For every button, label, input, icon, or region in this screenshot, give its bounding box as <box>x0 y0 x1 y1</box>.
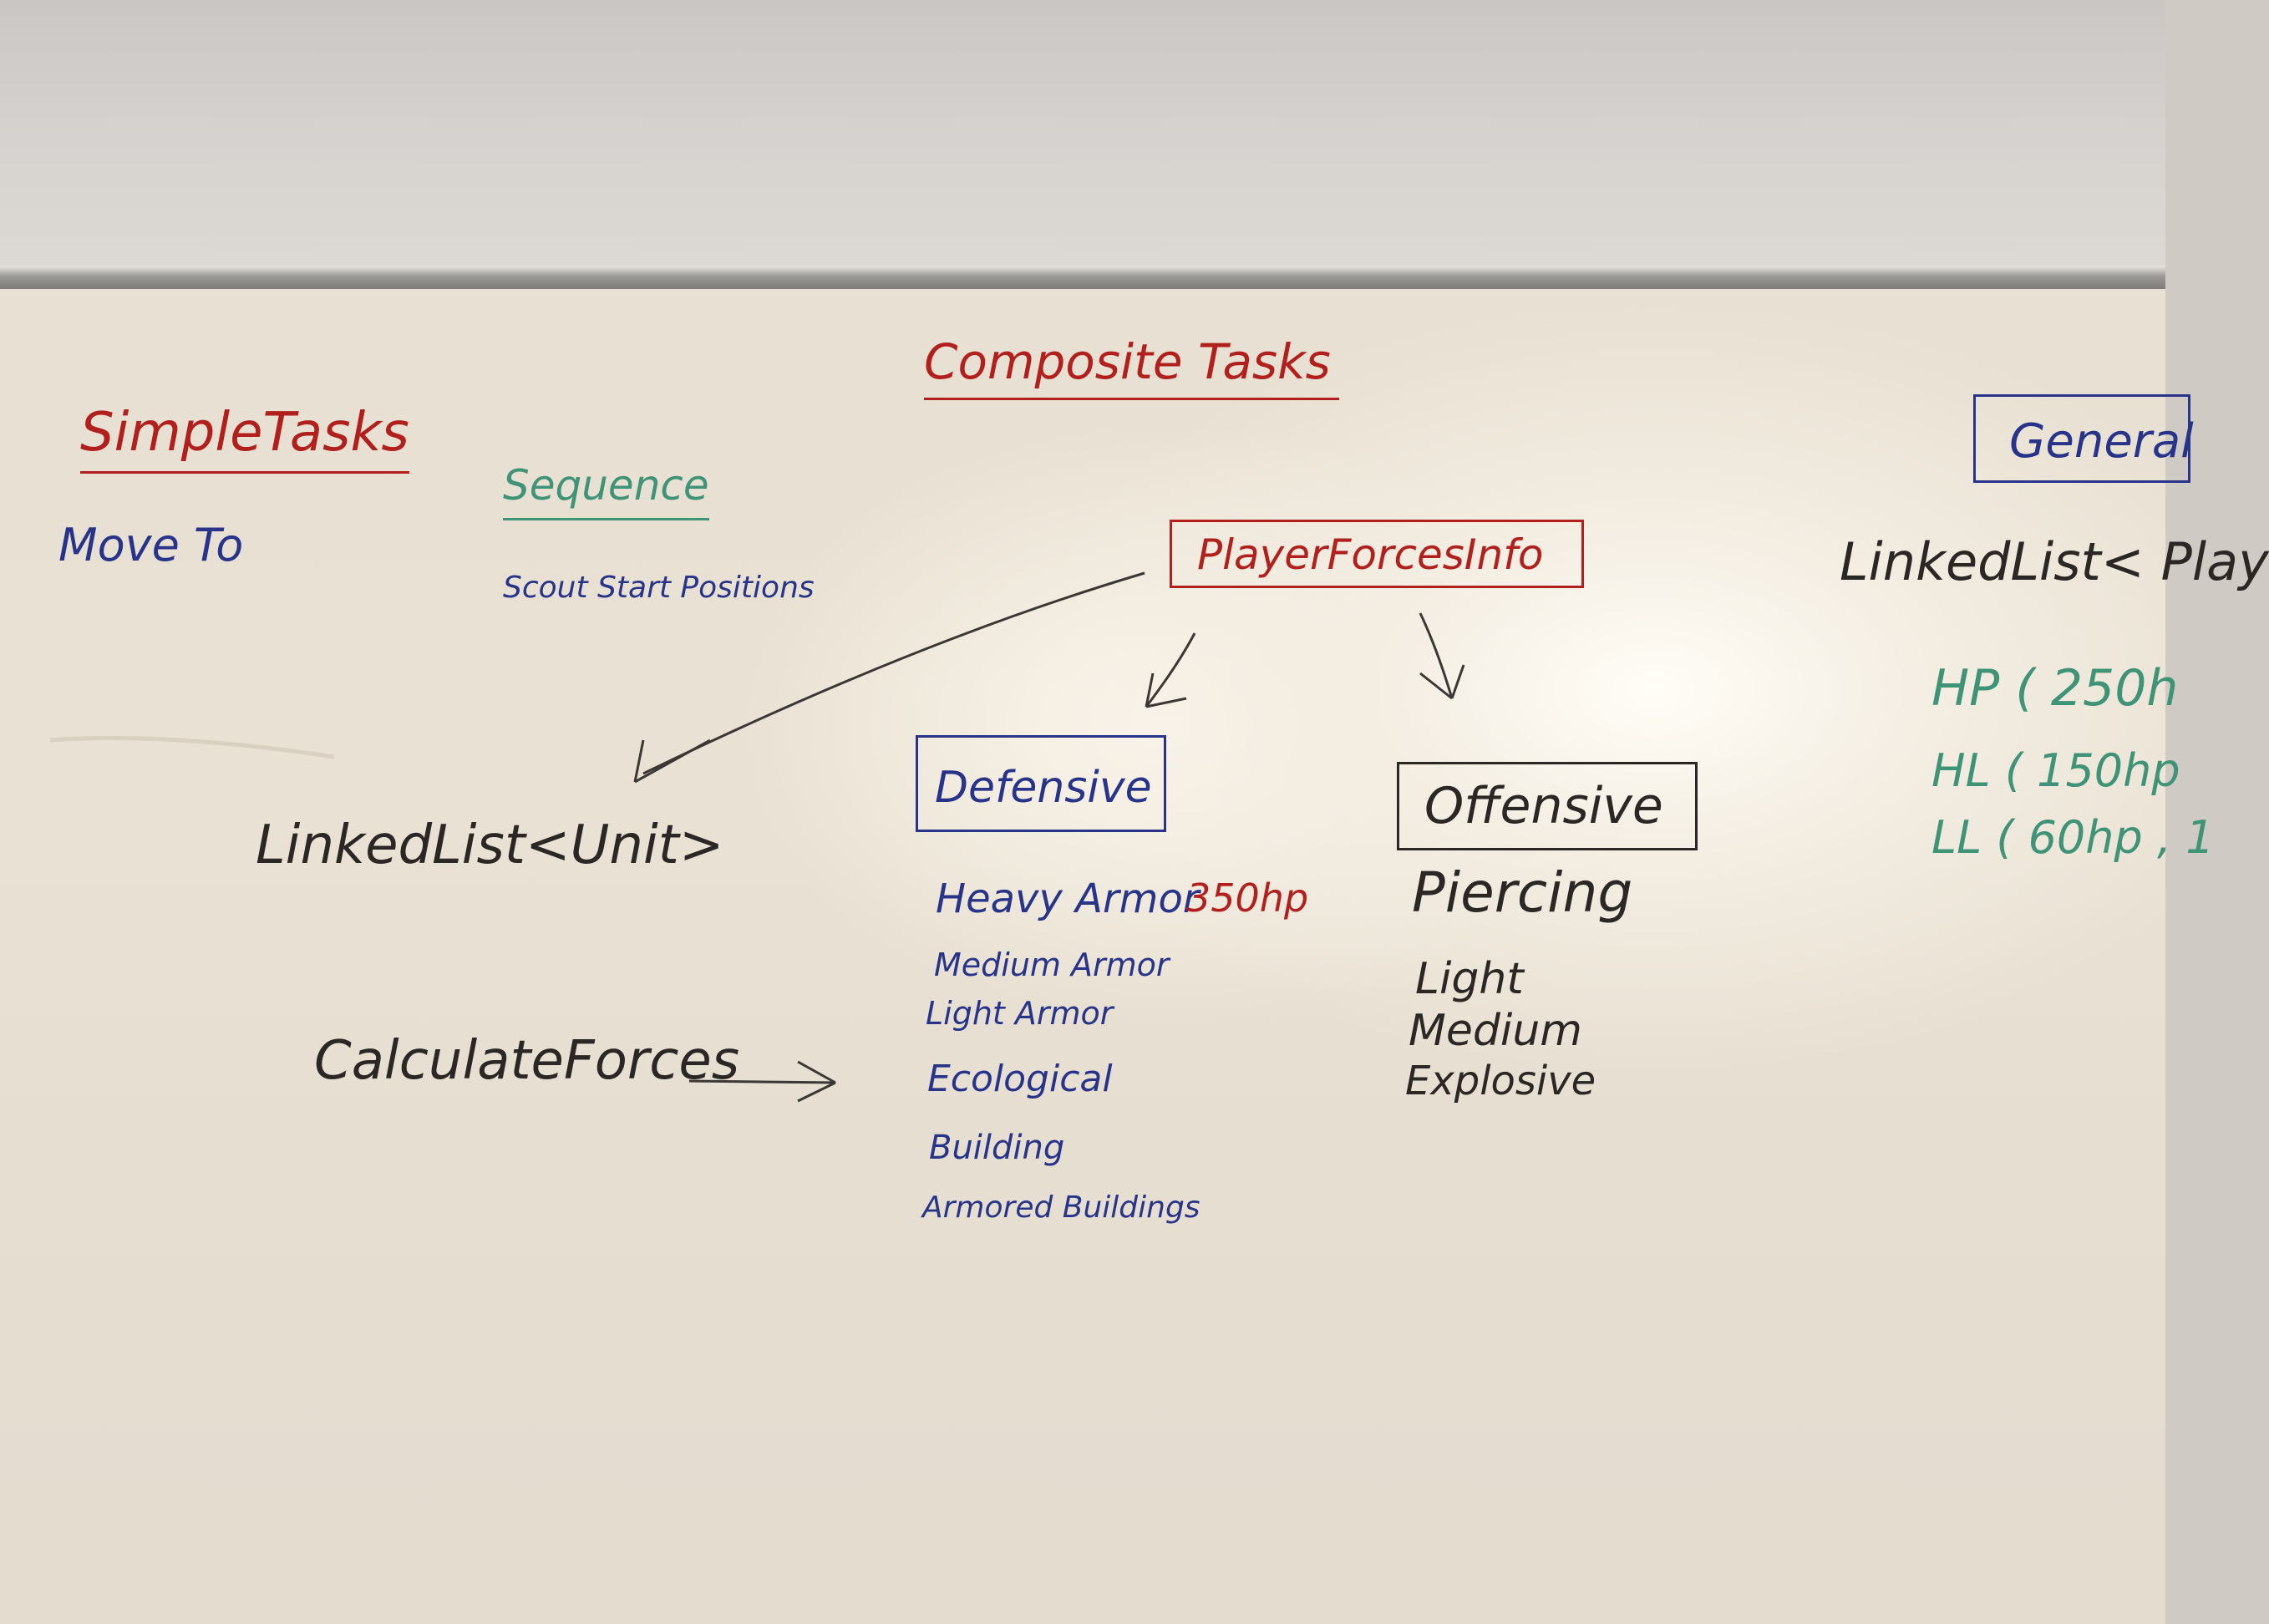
offensive-item: Light <box>1415 954 1524 1004</box>
arrowhead-to-defensive <box>1145 672 1187 708</box>
defensive-item: Armored Buildings <box>922 1190 1200 1225</box>
arrow-calculate-forces <box>688 1079 836 1084</box>
general-row: HP ( 250h <box>1931 659 2179 718</box>
whiteboard: Composite Tasks SimpleTasks Move To Sequ… <box>0 289 2269 1624</box>
smudge <box>49 736 335 759</box>
arrowhead-to-linkedlist <box>633 738 711 784</box>
general-row: LL ( 60hp , 1 <box>1931 811 2215 864</box>
offensive-title: Offensive <box>1424 777 1663 835</box>
offensive-item: Piercing <box>1412 860 1633 925</box>
defensive-item: Ecological <box>927 1058 1113 1100</box>
arrow-to-defensive <box>1145 632 1196 708</box>
whiteboard-rail <box>0 266 2165 289</box>
defensive-title: Defensive <box>935 763 1152 813</box>
general-box: General <box>1973 394 2194 483</box>
wall <box>0 0 2165 267</box>
defensive-hp-note: 350hp <box>1186 875 1309 921</box>
defensive-item: Light Armor <box>926 995 1114 1032</box>
board-strokes <box>49 571 1465 1103</box>
arrowhead-calculate-forces <box>797 1060 836 1103</box>
general-row: HL ( 150hp <box>1931 744 2180 797</box>
arrow-to-offensive <box>1419 612 1454 699</box>
simple-task-item: Move To <box>58 519 244 571</box>
sequence-item: Scout Start Positions <box>503 571 815 605</box>
sequence-title: Sequence <box>503 464 709 520</box>
composite-tasks-title: Composite Tasks <box>924 337 1339 400</box>
arrowhead-to-offensive <box>1419 664 1465 700</box>
player-forces-info-label: PlayerForcesInfo <box>1197 530 1544 579</box>
arrow-to-linkedlist <box>642 571 1145 775</box>
simple-tasks-title: SimpleTasks <box>80 406 409 474</box>
offensive-item: Explosive <box>1405 1058 1596 1104</box>
general-title: General <box>2009 414 2194 469</box>
defensive-box: Defensive <box>916 735 1166 832</box>
defensive-item: Heavy Armor <box>936 875 1200 922</box>
offensive-box: Offensive <box>1397 762 1698 850</box>
defensive-item: Medium Armor <box>934 946 1170 983</box>
player-forces-info-box: PlayerForcesInfo <box>1170 520 1584 588</box>
general-linked-list: LinkedList< Play <box>1840 531 2269 592</box>
offensive-item: Medium <box>1409 1006 1582 1056</box>
linked-list-unit: LinkedList<Unit> <box>256 815 724 876</box>
defensive-item: Building <box>929 1129 1065 1167</box>
calculate-forces: CalculateForces <box>314 1030 740 1092</box>
